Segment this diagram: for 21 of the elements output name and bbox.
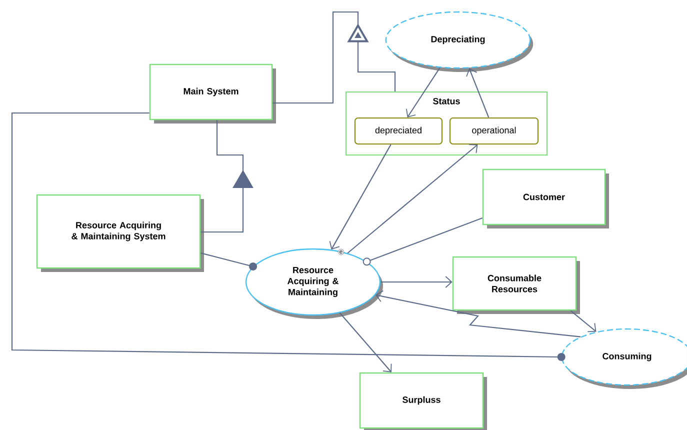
state-box: depreciated	[354, 117, 443, 145]
node-label: Consuming	[602, 352, 652, 362]
arrow	[406, 67, 440, 118]
instrument-link	[11, 112, 566, 361]
arrow	[570, 310, 596, 332]
state-box: operational	[449, 117, 539, 145]
instrument-link	[200, 252, 258, 270]
agent-link	[362, 217, 483, 266]
aggregation-link	[200, 120, 254, 233]
arrow	[329, 144, 392, 250]
arrow	[466, 68, 490, 118]
arrow	[380, 276, 452, 288]
object-box: Resource Acquiring & Maintaining System	[36, 194, 204, 272]
object-box: Consumable Resources	[452, 256, 580, 314]
arrow	[339, 312, 392, 372]
invocation-link	[375, 290, 581, 338]
object-box: Customer	[482, 168, 609, 228]
exhibition-link	[272, 11, 396, 104]
arrow	[347, 144, 478, 254]
object-box: Main System	[149, 64, 276, 124]
object-box: Surpluss	[359, 372, 487, 430]
